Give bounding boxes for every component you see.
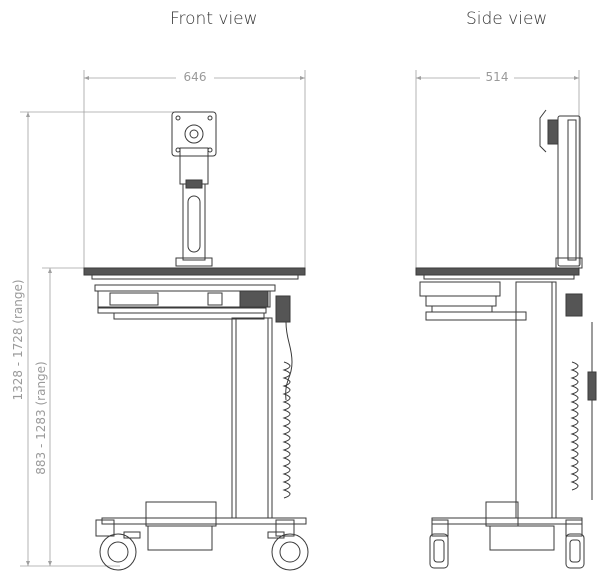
desk-height-label: 883 - 1283 (range): [34, 361, 48, 474]
side-holder: [275, 295, 291, 323]
side-view-drawing: [415, 109, 597, 569]
drawer-body: [97, 290, 271, 308]
side-base-frame: [431, 517, 583, 525]
vesa-center-hub: [184, 124, 204, 144]
front-base-frame: [101, 517, 307, 525]
side-mount-pole: [557, 115, 581, 267]
lower-tray: [113, 312, 265, 320]
dimension-lines: [20, 70, 580, 567]
side-caster-left: [429, 533, 449, 569]
side-drawer: [419, 281, 501, 297]
side-coiled-cable: [570, 361, 579, 491]
side-holder: [565, 293, 583, 317]
side-lower-tray: [425, 311, 527, 321]
vesa-plate: [171, 111, 217, 157]
side-desktop: [415, 267, 580, 276]
side-base-box: [485, 501, 519, 527]
front-column: [231, 317, 273, 519]
front-width-label-bg: [176, 70, 214, 84]
side-width-label-bg: [480, 70, 514, 84]
mount-arm-upper: [179, 147, 209, 185]
front-view-drawing: [83, 111, 309, 571]
side-mount-bracket: [539, 109, 547, 153]
mount-base: [175, 257, 213, 267]
front-caster-left: [99, 533, 137, 571]
front-base-box: [145, 501, 217, 527]
front-caster-mount-right: [275, 519, 295, 537]
overall-height-label: 1328 - 1728 (range): [11, 279, 25, 400]
keyboard-tray: [94, 284, 276, 292]
side-width-label: 514: [486, 70, 509, 84]
front-width-label: 646: [184, 70, 207, 84]
front-caster-mount-left: [95, 519, 115, 537]
dimension-arrows: [26, 76, 579, 566]
front-desktop: [83, 267, 306, 276]
mount-pole: [182, 183, 206, 261]
front-view-title: Front view: [170, 9, 258, 29]
coiled-cable: [282, 361, 291, 499]
side-column: [515, 281, 557, 519]
side-view-title: Side view: [466, 9, 548, 29]
side-caster-right: [565, 533, 585, 569]
front-caster-right: [271, 533, 309, 571]
